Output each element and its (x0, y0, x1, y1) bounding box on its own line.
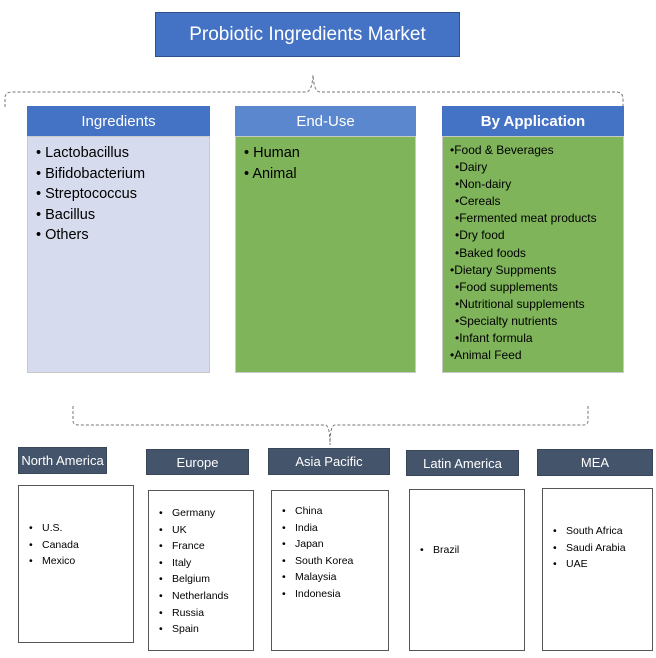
list-item: Baked foods (450, 245, 623, 262)
list-item: Italy (159, 555, 253, 572)
list-item: Japan (282, 536, 388, 553)
list-item: Others (36, 225, 209, 246)
region-header: MEA (537, 449, 653, 476)
list-item: Brazil (420, 542, 524, 559)
list-item: India (282, 520, 388, 537)
list-item: Bacillus (36, 205, 209, 226)
list-item: Spain (159, 621, 253, 638)
segment-header-ingredients: Ingredients (27, 106, 210, 136)
segment-header-end-use: End-Use (235, 106, 416, 136)
list-item: Fermented meat products (450, 210, 623, 227)
list-item: South Africa (553, 523, 652, 540)
list-item: Mexico (29, 553, 133, 570)
list-item: Saudi Arabia (553, 540, 652, 557)
region-header: Asia Pacific (268, 448, 390, 475)
list-item: France (159, 538, 253, 555)
list-item: Russia (159, 605, 253, 622)
list-item: Germany (159, 505, 253, 522)
list-item: Infant formula (450, 330, 623, 347)
list-item: Dry food (450, 227, 623, 244)
list-item: UAE (553, 556, 652, 573)
list-item: Netherlands (159, 588, 253, 605)
list-item: Bifidobacterium (36, 164, 209, 185)
list-item: Dairy (450, 159, 623, 176)
diagram-title: Probiotic Ingredients Market (155, 12, 460, 57)
list-item: Food supplements (450, 279, 623, 296)
list-item: Animal Feed (450, 347, 623, 364)
list-item: Belgium (159, 571, 253, 588)
region-box: GermanyUKFranceItalyBelgiumNetherlandsRu… (148, 490, 254, 651)
region-header: Europe (146, 449, 249, 475)
list-item: Non-dairy (450, 176, 623, 193)
list-item: Nutritional supplements (450, 296, 623, 313)
list-item: Animal (244, 164, 415, 185)
region-box: U.S.CanadaMexico (18, 485, 134, 643)
list-item: Streptococcus (36, 184, 209, 205)
segment-header-by-application: By Application (442, 106, 624, 136)
list-item: Cereals (450, 193, 623, 210)
list-item: South Korea (282, 553, 388, 570)
region-box: Brazil (409, 489, 525, 651)
list-item: Dietary Suppments (450, 262, 623, 279)
region-header: North America (18, 447, 107, 474)
region-box: ChinaIndiaJapanSouth KoreaMalaysiaIndone… (271, 490, 389, 651)
list-item: UK (159, 522, 253, 539)
list-item: Human (244, 143, 415, 164)
list-item: China (282, 503, 388, 520)
list-item: U.S. (29, 520, 133, 537)
region-box: South AfricaSaudi ArabiaUAE (542, 488, 653, 651)
list-item: Malaysia (282, 569, 388, 586)
list-item: Canada (29, 537, 133, 554)
list-item: Food & Beverages (450, 142, 623, 159)
list-item: Specialty nutrients (450, 313, 623, 330)
list-item: Lactobacillus (36, 143, 209, 164)
segment-body-ingredients: LactobacillusBifidobacteriumStreptococcu… (27, 136, 210, 373)
segment-body-by-application: Food & BeveragesDairyNon-dairyCerealsFer… (442, 136, 624, 373)
segment-body-end-use: HumanAnimal (235, 136, 416, 373)
list-item: Indonesia (282, 586, 388, 603)
region-header: Latin America (406, 450, 519, 476)
